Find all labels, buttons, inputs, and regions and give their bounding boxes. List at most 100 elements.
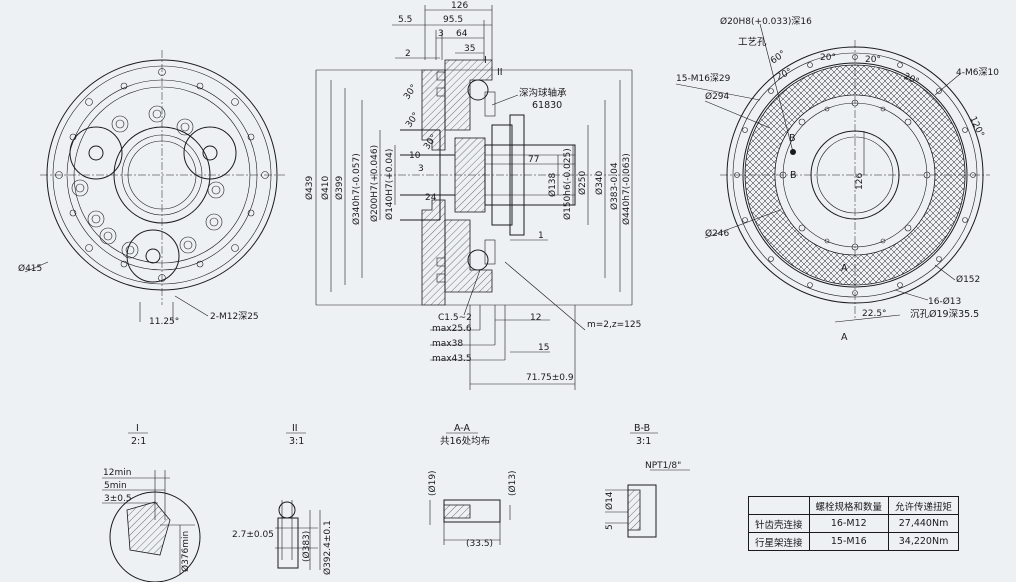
dim-2: 2 — [405, 49, 411, 59]
bearing-code: 61830 — [532, 100, 562, 111]
detail-ii-383: (Ø383) — [301, 531, 312, 562]
detail-aa-13: (Ø13) — [507, 470, 518, 496]
angle-label: 11.25° — [149, 317, 179, 327]
dim-126-right: 126 — [855, 173, 865, 190]
dim-77: 77 — [528, 155, 539, 165]
detail-aa-19: (Ø19) — [427, 470, 438, 496]
dim-15: 15 — [538, 343, 549, 353]
dim-24: 24 — [425, 193, 437, 203]
angle-20-c: 20° — [865, 55, 881, 65]
holes-label: 2-M12深25 — [210, 311, 259, 322]
dim-126: 126 — [451, 1, 468, 11]
detail-bb-14: Ø14 — [604, 491, 615, 510]
detail-ii-title: II — [292, 423, 298, 434]
dim-71-75: 71.75±0.9 — [526, 373, 574, 383]
detail-bb-npt: NPT1/8" — [645, 461, 681, 471]
dim-max43-5: max43.5 — [432, 354, 472, 364]
dia-415-label: Ø415 — [18, 263, 42, 274]
table-cell: 行星架连接 — [748, 532, 810, 551]
dim-340: Ø340 — [594, 170, 605, 195]
hole-top-label: Ø20H8(+0.033)深16 — [720, 16, 812, 27]
table-header-cell: 螺栓规格和数量 — [808, 496, 890, 515]
gear-spec: m=2,z=125 — [587, 320, 641, 330]
table-row: 行星架连接 15-M16 34,220Nm — [748, 532, 960, 551]
bolt-spec-table: 螺栓规格和数量 允许传递扭矩 针齿壳连接 16-M12 27,440Nm 行星架… — [748, 496, 960, 551]
detail-i-title: I — [136, 423, 139, 434]
detail-ii: II 3:1 2.7±0.05 (Ø383) Ø392.4±0.1 — [232, 423, 333, 575]
detail-bb-5: 5 — [605, 524, 615, 530]
mark-b-side: B — [790, 170, 797, 181]
dim-64: 64 — [456, 29, 468, 39]
front-view-right: Ø20H8(+0.033)深16 工艺孔 60° 20° 20° 20° 20°… — [675, 16, 999, 343]
dim-3-inner: 3 — [418, 164, 424, 174]
sink-label: 沉孔Ø19深35.5 — [910, 309, 979, 320]
dim-250: Ø250 — [577, 170, 588, 195]
dim-410: Ø410 — [320, 175, 331, 200]
table-cell: 针齿壳连接 — [748, 514, 810, 533]
detail-ii-scale: 3:1 — [289, 436, 304, 447]
dim-200h7: Ø200H7(+0.046) — [369, 145, 380, 222]
angle-120: 120° — [967, 115, 985, 139]
dim-max38: max38 — [432, 339, 463, 349]
front-view-left: Ø415 11.25° 2-M12深25 — [18, 50, 285, 327]
table-cell: 27,440Nm — [888, 514, 960, 533]
angle-30-b: 30° — [404, 111, 421, 130]
dim-140h7: Ø140H7(+0.04) — [384, 149, 395, 220]
dim-10: 10 — [409, 151, 421, 161]
table-header-row: 螺栓规格和数量 允许传递扭矩 — [748, 496, 960, 515]
table-header-cell: 允许传递扭矩 — [888, 496, 960, 515]
part-label-i: I — [484, 55, 487, 66]
angle-60: 60° — [769, 49, 788, 66]
detail-bb-scale: 3:1 — [636, 436, 651, 447]
dim-150h6: Ø150h6(-0.025) — [562, 148, 573, 220]
dia-246-label: Ø246 — [705, 228, 730, 239]
part-label-ii: II — [497, 67, 503, 78]
holes-left-label: 15-M16深29 — [676, 73, 731, 84]
dim-439: Ø439 — [304, 175, 315, 200]
detail-i-376: Ø376min — [180, 531, 191, 572]
table-header-cell — [748, 496, 810, 515]
table-row: 针齿壳连接 16-M12 27,440Nm — [748, 514, 960, 533]
detail-aa: A-A 共16处均布 (Ø19) (Ø13) (33.5) — [427, 423, 518, 549]
detail-aa-title: A-A — [454, 423, 471, 434]
process-hole-label: 工艺孔 — [738, 37, 767, 48]
detail-ii-2-7: 2.7±0.05 — [232, 530, 274, 540]
angle-22-5: 22.5° — [862, 309, 887, 319]
mark-a-top: A — [841, 263, 848, 274]
dia-152-label: Ø152 — [956, 274, 980, 285]
detail-i-scale: 2:1 — [131, 436, 146, 447]
table-cell: 34,220Nm — [888, 532, 960, 551]
dim-440h7: Ø440h7(-0.063) — [621, 153, 632, 225]
detail-bb-title: B-B — [634, 423, 650, 434]
detail-i-3: 3±0.5 — [104, 494, 132, 504]
dim-138: Ø138 — [547, 172, 558, 197]
angle-20-a: 20° — [775, 67, 794, 83]
detail-aa-33-5: (33.5) — [466, 539, 493, 549]
dim-max25-6: max25.6 — [432, 324, 472, 334]
mark-a-bottom: A — [841, 332, 848, 343]
dim-383: Ø383-0.04 — [609, 162, 620, 210]
detail-aa-sub: 共16处均布 — [440, 435, 490, 447]
holes-right-label: 4-M6深10 — [956, 67, 999, 78]
bearing-label: 深沟球轴承 — [519, 87, 567, 99]
dim-chamfer: C1.5~2 — [438, 313, 472, 323]
detail-ii-392: Ø392.4±0.1 — [322, 520, 333, 575]
holes-bottom-label: 16-Ø13 — [928, 296, 961, 307]
dim-5-5: 5.5 — [398, 15, 412, 25]
table-cell: 16-M12 — [808, 514, 890, 533]
dim-399: Ø399 — [334, 175, 345, 200]
dia-294-label: Ø294 — [705, 91, 730, 102]
dim-1: 1 — [538, 231, 544, 241]
dim-95-5: 95.5 — [443, 15, 463, 25]
detail-bb: B-B 3:1 NPT1/8" Ø14 5 — [604, 423, 690, 538]
detail-i-12min: 12min — [103, 468, 131, 478]
dim-3: 3 — [438, 29, 444, 39]
section-view: 126 5.5 95.5 3 64 2 35 I II 30° 30° 30° … — [304, 1, 641, 390]
dim-340h7: Ø340h7(-0.057) — [351, 153, 362, 225]
table-cell: 15-M16 — [808, 532, 890, 551]
dim-12: 12 — [530, 313, 541, 323]
detail-i-5min: 5min — [104, 481, 127, 491]
detail-i: I 2:1 12min 5min 3±0.5 Ø376min — [102, 423, 201, 582]
